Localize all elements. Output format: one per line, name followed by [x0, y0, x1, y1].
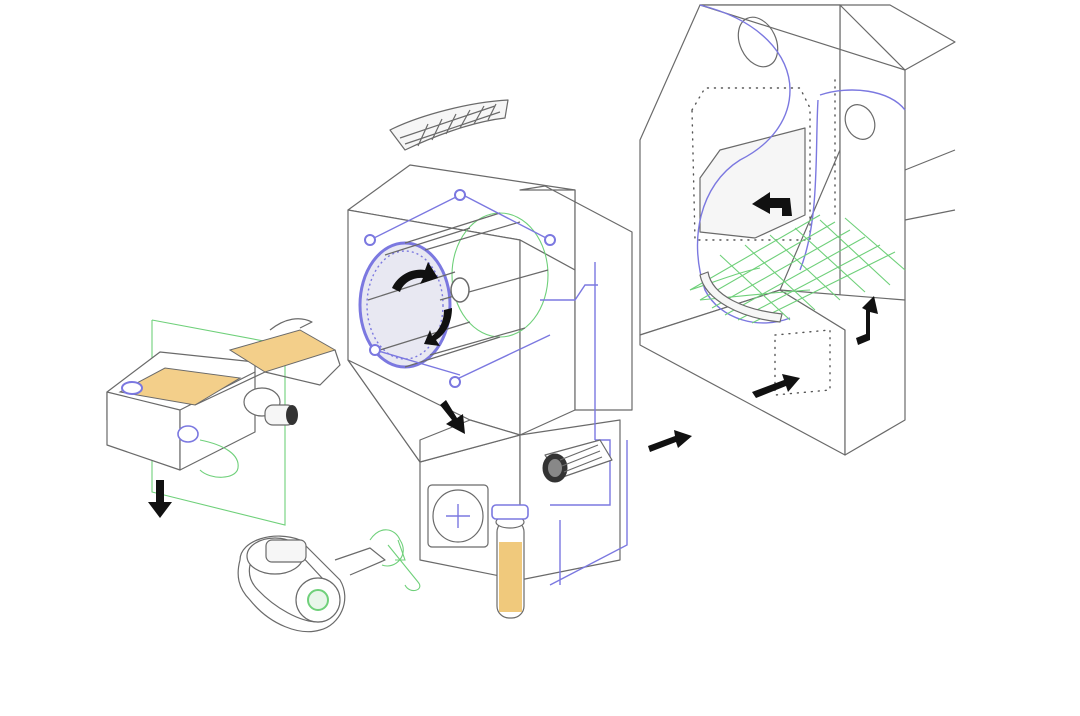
- fan-inspection-port: [427, 484, 489, 548]
- treatment-chamber: [639, 4, 956, 456]
- arrow-drum-rotation-2: [424, 308, 452, 346]
- arrow-conveyor-down: [148, 480, 172, 518]
- screen-cover: [389, 99, 509, 151]
- hopper: [347, 164, 633, 581]
- mounting-hole: [844, 104, 876, 140]
- blower-piping: [540, 262, 628, 586]
- rotary-drum-screen: [358, 189, 556, 388]
- belt-drive: [237, 535, 346, 633]
- feed-conveyor: [106, 318, 341, 526]
- filter-cartridge: [491, 504, 529, 619]
- grate-bars: [689, 214, 906, 324]
- arrow-drum-rotation-1: [392, 262, 438, 292]
- arrow-hopper-down: [440, 400, 465, 434]
- arrow-to-chamber: [648, 430, 692, 452]
- arrow-chamber-return: [752, 192, 792, 216]
- arrow-chamber-inlet: [752, 374, 800, 398]
- propeller-shaft: [334, 529, 421, 592]
- arrow-chamber-up: [856, 296, 878, 345]
- mounting-hole: [737, 16, 779, 68]
- blower-motor: [542, 439, 613, 483]
